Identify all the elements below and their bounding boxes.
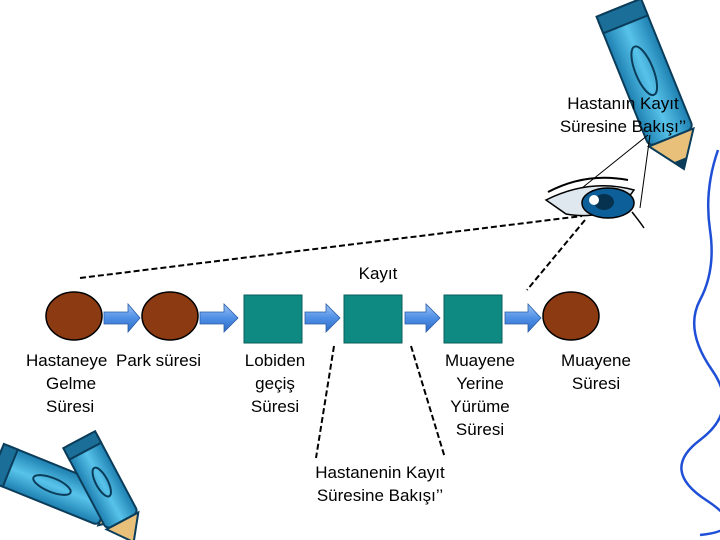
eye-view-title-line1: Hastanın Kayıt bbox=[567, 94, 679, 113]
label-lobiden-line1: Lobiden bbox=[244, 351, 306, 370]
hospital-view-line-left bbox=[315, 345, 335, 459]
view-line-top bbox=[79, 215, 583, 279]
label-muayene-yerine-line4: Süresi bbox=[455, 420, 505, 439]
label-lobiden: Lobiden geçiş Süresi bbox=[232, 349, 318, 418]
pens-icon bbox=[0, 429, 140, 540]
top-label: Kayıt bbox=[358, 264, 398, 283]
step-circle-muayene bbox=[542, 291, 600, 341]
label-hastaneye-line2: Gelme bbox=[46, 374, 97, 393]
label-muayene-line1: Muayene bbox=[561, 351, 631, 370]
decorative-line bbox=[680, 149, 720, 537]
pen-icon bbox=[595, 0, 695, 171]
view-line-right bbox=[526, 219, 586, 291]
label-lobiden-line2: geçiş bbox=[255, 374, 295, 393]
step-circle-hastaneye bbox=[45, 291, 103, 341]
hospital-view-title: Hastanenin Kayıt Süresine Bakışı’’ bbox=[290, 461, 470, 507]
label-hastaneye: Hastaneye Gelme Süresi bbox=[26, 349, 107, 418]
eye-callout-line bbox=[581, 134, 649, 189]
label-park-line1: Park süresi bbox=[116, 351, 202, 370]
hospital-view-title-line1: Hastanenin Kayıt bbox=[315, 463, 445, 482]
flow-arrow bbox=[404, 303, 441, 333]
hospital-view-title-line2: Süresine Bakışı’’ bbox=[316, 486, 444, 505]
label-hastaneye-line1: Hastaneye bbox=[26, 351, 108, 370]
label-muayene: Muayene Süresi bbox=[546, 349, 646, 395]
eye-view-title-line2: Süresine Bakışı’’ bbox=[559, 117, 687, 136]
flow-arrow bbox=[103, 302, 141, 334]
label-muayene-yerine-line3: Yürüme bbox=[450, 397, 510, 416]
label-muayene-yerine-line2: Yerine bbox=[456, 374, 504, 393]
flow-arrow bbox=[304, 303, 341, 333]
eye-view-title: Hastanın Kayıt Süresine Bakışı’’ bbox=[548, 92, 698, 138]
step-square-kayit bbox=[343, 294, 403, 344]
label-hastaneye-line3: Süresi bbox=[46, 397, 95, 416]
eye-callout-line bbox=[639, 134, 651, 209]
label-park: Park süresi bbox=[116, 349, 201, 372]
flow-arrow bbox=[199, 303, 239, 333]
step-square-yurume bbox=[443, 294, 503, 344]
label-muayene-yerine-line1: Muayene bbox=[445, 351, 515, 370]
flow-arrow bbox=[504, 302, 542, 334]
step-circle-park bbox=[141, 291, 199, 341]
step-square-lobi bbox=[243, 294, 303, 344]
label-muayene-yerine: Muayene Yerine Yürüme Süresi bbox=[430, 349, 530, 441]
eye-icon bbox=[544, 176, 645, 229]
hospital-view-line-right bbox=[410, 345, 446, 459]
label-lobiden-line3: Süresi bbox=[250, 397, 300, 416]
label-muayene-line2: Süresi bbox=[571, 374, 621, 393]
